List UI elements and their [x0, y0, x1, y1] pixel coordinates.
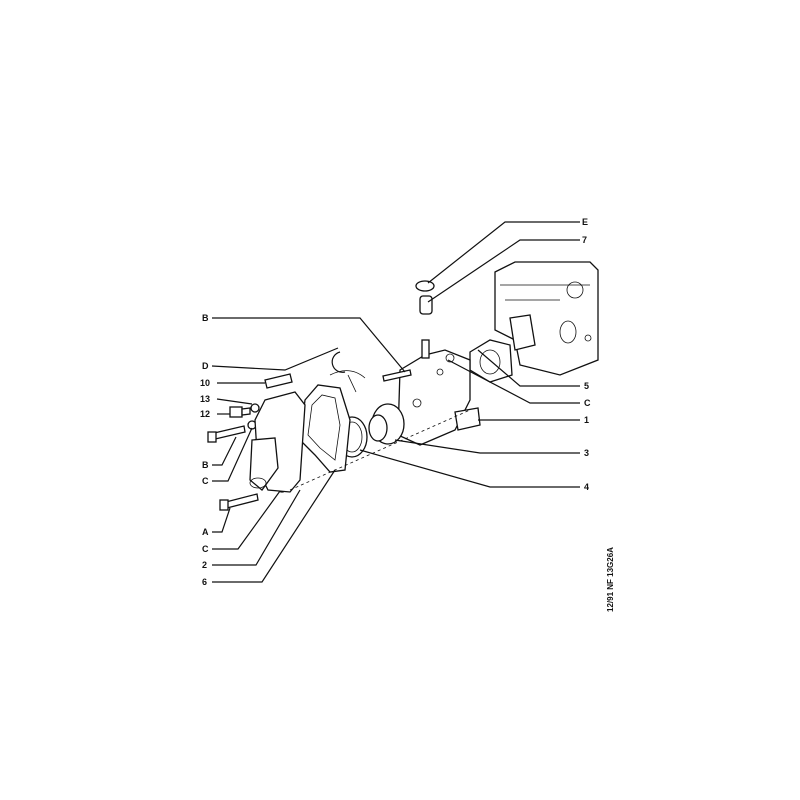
- label-1: 1: [584, 415, 589, 425]
- label-4: 4: [584, 482, 589, 492]
- clamp-E: [415, 280, 435, 292]
- label-10: 10: [200, 378, 210, 388]
- pump-housing-1: [397, 339, 481, 446]
- label-6: 6: [202, 577, 207, 587]
- circlip-D: [331, 351, 346, 373]
- engine-block: [494, 261, 599, 376]
- bolt-B-left: [207, 425, 246, 443]
- alignment-axis: [289, 409, 471, 491]
- label-B-left: B: [202, 460, 209, 470]
- label-C-lower: C: [202, 544, 209, 554]
- label-12: 12: [200, 409, 210, 419]
- label-13: 13: [200, 394, 210, 404]
- label-7: 7: [582, 235, 587, 245]
- label-2: 2: [202, 560, 207, 570]
- stud-10: [264, 373, 293, 389]
- impeller-3: [368, 403, 405, 445]
- bolt-A: [219, 493, 259, 511]
- washer-13: [250, 403, 260, 413]
- reference-code: 12/91 NF 13G26A: [606, 547, 615, 612]
- label-C-left: C: [202, 476, 209, 486]
- leader-lines: [211, 221, 580, 583]
- label-5: 5: [584, 381, 589, 391]
- label-B-top: B: [202, 313, 209, 323]
- sleeve-7: [419, 295, 433, 315]
- label-D: D: [202, 361, 209, 371]
- label-C-right: C: [584, 398, 591, 408]
- label-3: 3: [584, 448, 589, 458]
- label-E: E: [582, 217, 588, 227]
- label-A: A: [202, 527, 209, 537]
- gasket-6: [299, 384, 351, 473]
- pump-cover-2: [249, 391, 306, 493]
- arc-marker: [329, 370, 366, 393]
- bolt-B-top: [382, 369, 412, 382]
- screw-12: [229, 406, 251, 418]
